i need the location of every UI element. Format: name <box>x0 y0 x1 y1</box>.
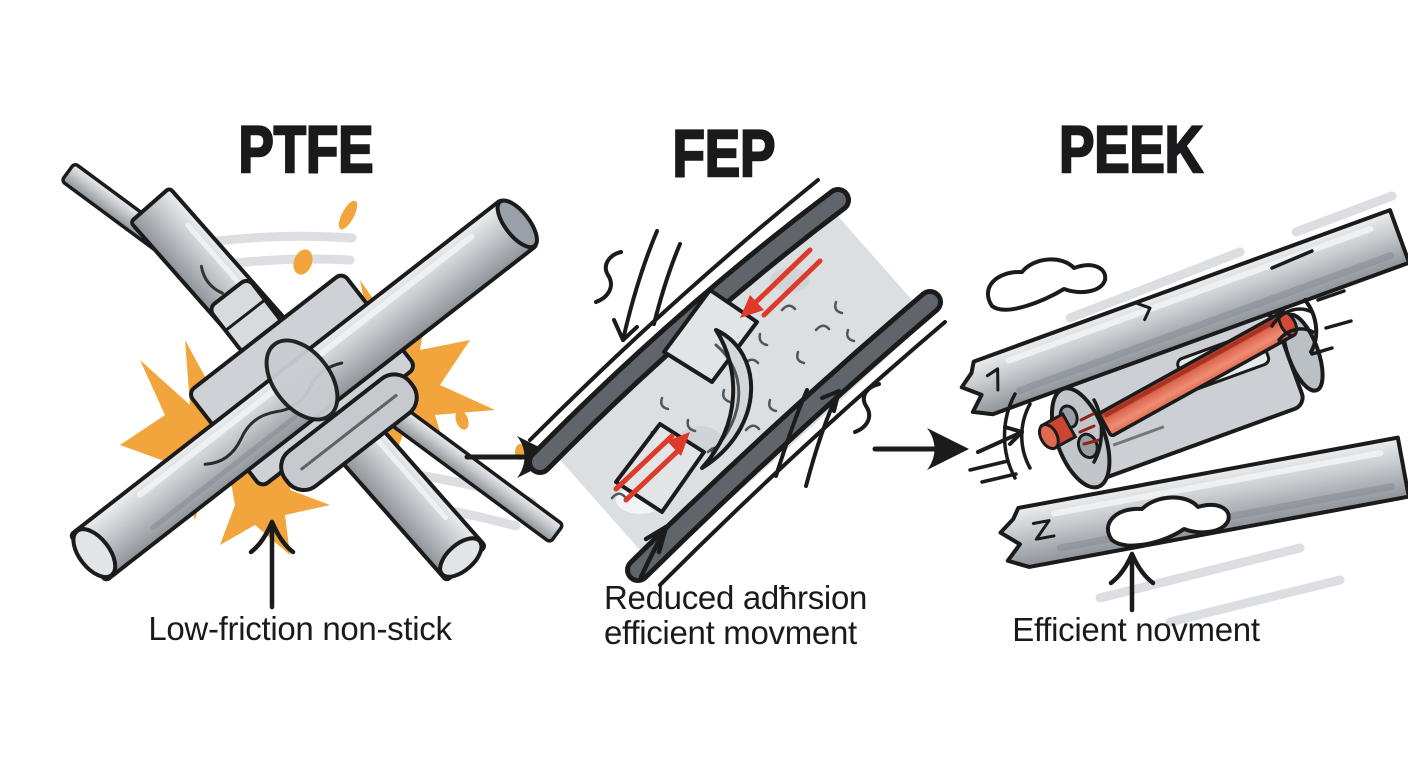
ptfe-illustration <box>61 163 564 610</box>
up-arrow-icon <box>638 524 669 580</box>
up-arrow-icon <box>248 519 296 610</box>
panel-title-fep: FEP <box>672 116 777 190</box>
fep-illustration <box>527 178 947 587</box>
ptfe-caption: Low-friction non-stick <box>148 610 452 647</box>
panel-title-peek: PEEK <box>1058 112 1204 186</box>
up-arrow-icon <box>1108 551 1156 613</box>
red-flow-arrow-up <box>613 432 690 503</box>
spray-marks <box>1078 412 1101 446</box>
motion-swoosh-icon-top <box>985 257 1108 312</box>
motion-marks-right <box>1270 249 1353 356</box>
red-shaft <box>1098 310 1299 438</box>
clamp-collar <box>264 338 340 422</box>
motion-arrow-icon-bottom-right <box>774 382 881 488</box>
vibration-arcs <box>1002 392 1104 480</box>
motion-arrow-icon-top-left <box>594 229 682 342</box>
piston-blade <box>700 328 754 470</box>
upper-gap-block <box>662 288 759 384</box>
red-shaft-tip <box>1037 411 1078 451</box>
motion-swoosh-icon-bottom <box>1105 495 1231 548</box>
fep-caption-line1: Reduced adħrsion <box>604 579 868 616</box>
right-arrow-icon <box>872 428 969 470</box>
peek-illustration <box>959 191 1408 627</box>
red-flow-arrow-down <box>740 247 823 318</box>
peek-caption: Efficient novment <box>1012 611 1260 648</box>
fep-caption-line2: efficient movment <box>604 614 857 651</box>
panel-title-ptfe: PTFE <box>238 112 375 186</box>
speed-lines-icon <box>968 425 1024 484</box>
fep-caption: Reduced adħrsion efficient movment <box>604 580 867 650</box>
